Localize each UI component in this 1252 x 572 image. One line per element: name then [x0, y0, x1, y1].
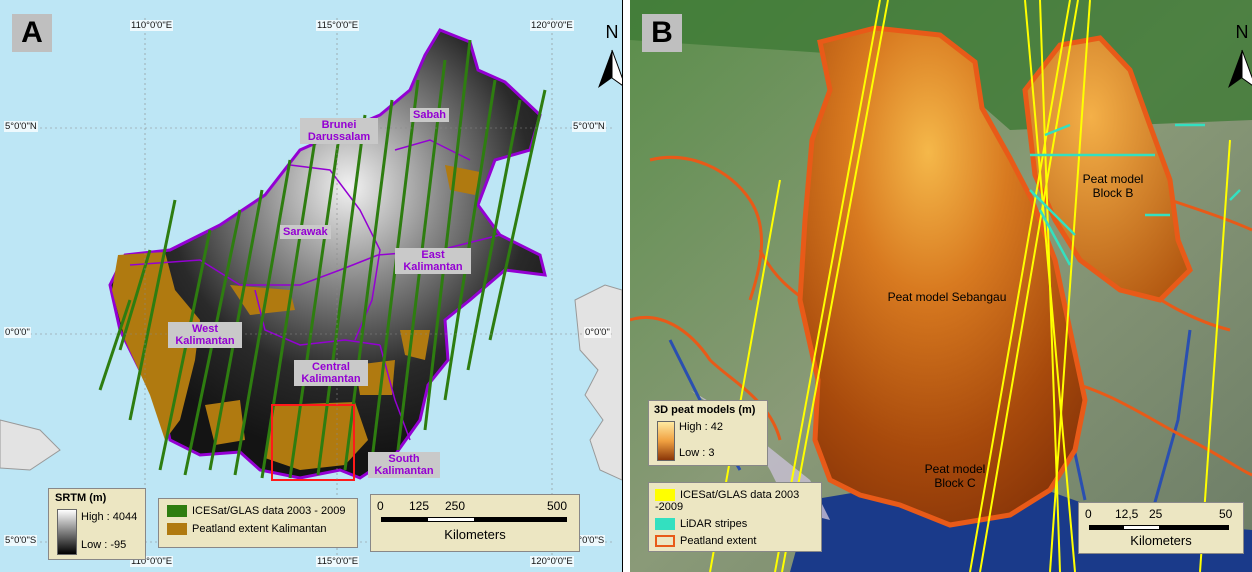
legend-peat-label: Peatland extent Kalimantan [192, 523, 327, 536]
north-label-b: N [1235, 22, 1249, 42]
coord-top-110: 110°0'0"E [130, 20, 174, 31]
panel-a-label: A [12, 14, 52, 52]
srtm-low: Low : -95 [81, 539, 127, 551]
coord-bottom-120: 120°0'0"E [530, 556, 574, 567]
lidar-stripes [1029, 123, 1241, 266]
region-central-kalimantan: Central Kalimantan [294, 360, 368, 386]
region-east-kalimantan: East Kalimantan [395, 248, 471, 274]
scale-b-tick-12-5: 12,5 [1115, 507, 1139, 521]
lidar-swatch [655, 518, 675, 531]
study-area-box [271, 404, 355, 481]
legend-peat-extent-label: Peatland extent [680, 535, 757, 548]
coord-bottom-115: 115°0'0"E [316, 556, 360, 567]
srtm-high: High : 4044 [81, 511, 138, 523]
glas-swatch [167, 505, 187, 518]
scale-a-bar [381, 517, 567, 522]
data-legend-a: ICESat/GLAS data 2003 - 2009 Peatland ex… [158, 498, 358, 548]
borneo-map-canvas [0, 0, 622, 572]
peat-model-sebangau [797, 25, 1088, 528]
coord-right-5s: 5°0'0"S [572, 535, 606, 546]
srtm-gradient-ramp [57, 509, 77, 555]
north-arrow-shape [598, 49, 622, 88]
label-peat-block-b: Peat model Block B [1082, 172, 1144, 200]
peat-model-canvas [630, 0, 1252, 572]
scale-b-tick-50: 50 [1219, 507, 1233, 521]
region-sarawak: Sarawak [280, 225, 331, 239]
java-landmass [0, 419, 61, 471]
coord-left-5s: 5°0'0"S [4, 535, 38, 546]
peat-model-legend-title: 3D peat models (m) [654, 404, 756, 416]
peat-extent-swatch [655, 535, 675, 548]
scale-b-tick-0: 0 [1085, 507, 1092, 521]
coord-left-0: 0°0'0" [4, 327, 31, 338]
label-peat-block-c: Peat model Block C [924, 462, 986, 490]
srtm-legend-title: SRTM (m) [55, 492, 107, 504]
glas-swatch-b [655, 489, 675, 502]
legend-item-glas: ICESat/GLAS data 2003 - 2009 [167, 505, 357, 518]
coord-right-0: 0°0'0" [584, 327, 611, 338]
scale-ticks-b: 0 12,5 25 50 [1079, 507, 1243, 521]
scale-a-tick-0: 0 [377, 499, 384, 513]
legend-item-lidar: LiDAR stripes [655, 518, 821, 531]
coord-right-5n: 5°0'0"N [572, 121, 606, 132]
legend-lidar-label: LiDAR stripes [680, 518, 748, 531]
scale-b-tick-25: 25 [1149, 507, 1163, 521]
scale-bar-b: 0 12,5 25 50 Kilometers [1078, 502, 1244, 554]
region-brunei: Brunei Darussalam [300, 118, 378, 144]
panel-a-borneo-map: A N 110°0'0"E 115°0'0"E 120°0'0"E 110°0'… [0, 0, 623, 572]
scale-a-tick-500: 500 [547, 499, 568, 513]
scale-a-tick-250: 250 [445, 499, 466, 513]
north-label-a: N [605, 22, 619, 42]
scale-b-bar [1089, 525, 1229, 530]
peat-gradient-ramp [657, 421, 675, 461]
legend-glas-b-label: ICESat/GLAS data 2003 -2009 [655, 489, 800, 514]
peat-model-block-b [1022, 35, 1193, 303]
coord-left-5n: 5°0'0"N [4, 121, 38, 132]
legend-glas-label: ICESat/GLAS data 2003 - 2009 [192, 505, 346, 517]
panel-b-peat-models: B N Peat model Sebangau Peat model Block… [630, 0, 1252, 572]
panel-b-label: B [642, 14, 682, 52]
legend-item-peat: Peatland extent Kalimantan [167, 523, 357, 536]
region-west-kalimantan: West Kalimantan [168, 322, 242, 348]
scale-bar-a: 0 125 250 500 Kilometers [370, 494, 580, 552]
coord-bottom-110: 110°0'0"E [130, 556, 174, 567]
coord-top-115: 115°0'0"E [316, 20, 360, 31]
legend-item-glas-b: ICESat/GLAS data 2003 -2009 [655, 489, 821, 513]
scale-a-unit: Kilometers [444, 527, 506, 542]
coord-top-120: 120°0'0"E [530, 20, 574, 31]
peat-model-high: High : 42 [679, 421, 724, 433]
scale-b-unit: Kilometers [1130, 533, 1192, 548]
north-arrow-b-shape [1228, 49, 1252, 88]
legend-item-peat-extent: Peatland extent [655, 535, 821, 548]
srtm-legend: SRTM (m) High : 4044 Low : -95 [48, 488, 146, 560]
peat-model-low: Low : 3 [679, 447, 715, 459]
scale-ticks-a: 0 125 250 500 [371, 499, 579, 513]
peat-model-legend: 3D peat models (m) High : 42 Low : 3 [648, 400, 768, 466]
scale-a-tick-125: 125 [409, 499, 430, 513]
region-south-kalimantan: South Kalimantan [368, 452, 440, 478]
region-sabah: Sabah [410, 108, 450, 122]
label-peat-sebangau: Peat model Sebangau [887, 290, 1007, 304]
peat-swatch [167, 523, 187, 536]
data-legend-b: ICESat/GLAS data 2003 -2009 LiDAR stripe… [648, 482, 822, 552]
